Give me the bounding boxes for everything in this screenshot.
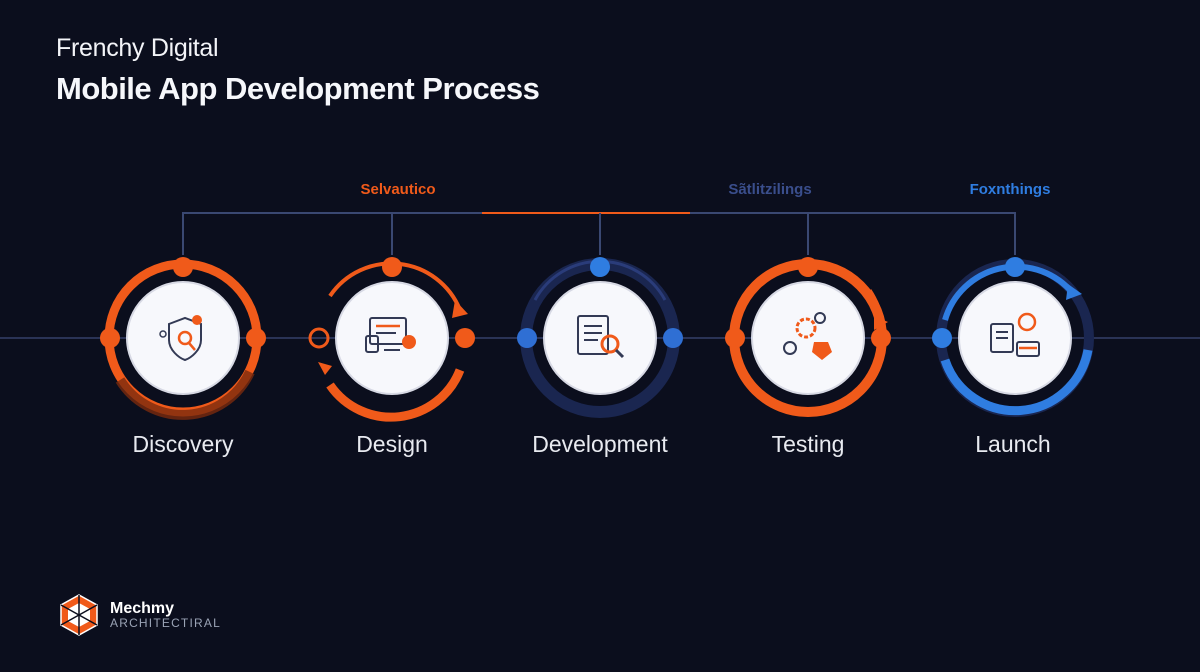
node-right: [246, 328, 266, 348]
ui-design-icon: [365, 317, 416, 353]
step-label-design: Design: [356, 431, 428, 457]
rocket-docs-icon: [990, 312, 1040, 357]
step-design: [308, 257, 475, 422]
node-top: [590, 257, 610, 277]
step-label-discovery: Discovery: [132, 431, 234, 457]
phase-label-1: Sеlvautico: [360, 181, 436, 198]
node-right: [455, 328, 475, 348]
arrow-head: [318, 362, 332, 375]
node-top: [1005, 257, 1025, 277]
node-top: [382, 257, 402, 277]
inner-disc: [126, 281, 240, 395]
node-left: [517, 328, 537, 348]
node-right: [663, 328, 683, 348]
inner-disc: [958, 281, 1072, 395]
step-discovery: [100, 257, 266, 420]
arrow-head: [874, 316, 888, 330]
ring-arc: [942, 263, 1073, 321]
step-development: [517, 257, 683, 418]
geometric-logo-icon: [60, 594, 98, 636]
shield-search-icon: [159, 315, 202, 362]
logo-name: Mechmy: [110, 599, 175, 617]
page-title: Mobile App Development Process: [56, 71, 540, 106]
inner-disc: [543, 281, 657, 395]
node-top: [798, 257, 818, 277]
node-left: [308, 327, 330, 349]
node-left: [725, 328, 745, 348]
code-magnifier-icon: [577, 315, 625, 359]
inner-disc: [335, 281, 449, 395]
logo-subtitle: ARCHITECTIRAL: [110, 616, 221, 631]
step-label-testing: Testing: [771, 431, 845, 457]
step-label-launch: Launch: [975, 431, 1051, 457]
phase-label-2: Sãtlitzilings: [728, 181, 812, 198]
step-launch: [932, 257, 1094, 417]
node-right: [871, 328, 891, 348]
ring-arc-bottom: [326, 368, 465, 422]
company-name: Frenchy Digital: [56, 34, 219, 62]
step-testing: [725, 257, 891, 417]
arrow-head: [1066, 284, 1082, 300]
ring-arc-bottom: [940, 349, 1093, 416]
node-left: [932, 328, 952, 348]
header: Frenchy Digital Mobile App Development P…: [56, 34, 540, 107]
gears-test-icon: [783, 312, 832, 360]
ring-shadow: [115, 369, 255, 420]
node-top: [173, 257, 193, 277]
node-left: [100, 328, 120, 348]
phase-label-3: Foxnthings: [969, 181, 1051, 198]
arrow-head: [452, 300, 468, 318]
step-label-development: Development: [532, 431, 668, 457]
brand-logo: Mechmy ARCHITECTIRAL: [56, 592, 221, 638]
